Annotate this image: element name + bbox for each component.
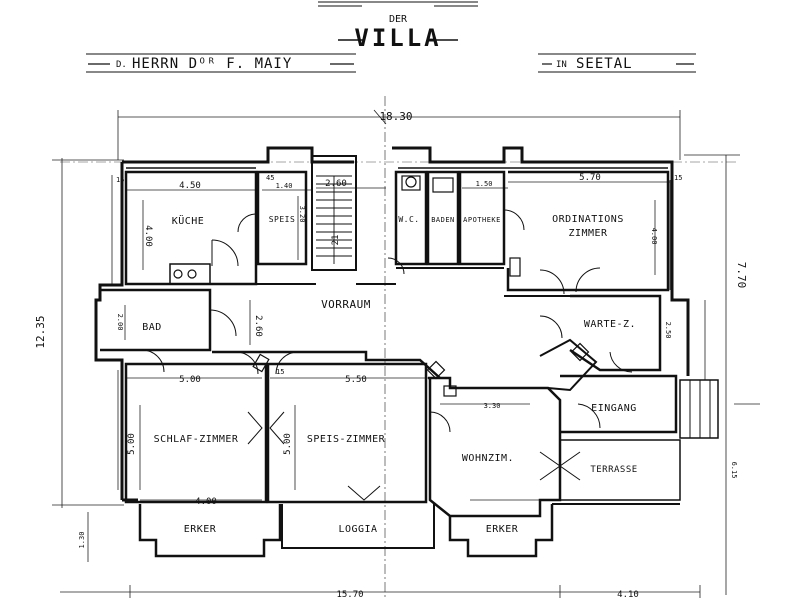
dim-schlaf-width: 5.00 (179, 375, 201, 385)
toilet-icon (405, 176, 417, 188)
dim-wall-15-left: 15 (116, 176, 124, 184)
stove-icon (570, 342, 590, 362)
dim-bottom-right: 4.10 (617, 590, 639, 600)
dim-warte-height: 2.50 (664, 322, 672, 339)
dim-kueche-width: 4.50 (179, 181, 201, 191)
walls (94, 146, 719, 558)
dim-right-depth: 7.70 (735, 262, 748, 289)
dim-schlaf-height: 5.00 (127, 433, 137, 455)
room-wc: W.C. (398, 215, 419, 224)
owner-name: HERRN Dᴼᴿ F. MAIY (132, 56, 292, 72)
dim-ordination-height: 4.00 (650, 228, 658, 245)
title-block: DER VILLA D. HERRN Dᴼᴿ F. MAIY IN SEETAL (86, 1, 696, 73)
dim-loggia-depth: 1.30 (78, 532, 86, 549)
room-bad: BAD (142, 322, 162, 333)
dim-speis-height: 3.20 (298, 206, 306, 223)
dim-speisez-width: 5.50 (345, 375, 367, 385)
room-labels: KÜCHE SPEIS W.C. BADEN APOTHEKE ORDINATI… (142, 214, 637, 535)
location-prefix: IN (556, 60, 567, 70)
dim-wohnz-width: 3.30 (484, 402, 501, 410)
room-ordination: ORDINATIONS (552, 214, 624, 225)
stove-icon (252, 353, 270, 373)
room-erker-right: ERKER (486, 524, 519, 535)
dim-apotheke-width: 1.50 (476, 180, 493, 188)
room-loggia: LOGGIA (338, 524, 377, 535)
room-terrasse: TERRASSE (590, 465, 637, 475)
stove-icon (426, 360, 446, 380)
dimension-lines (52, 96, 760, 600)
dim-right-height: 6.15 (730, 462, 738, 479)
dim-speisez-height: 5.00 (283, 433, 293, 455)
door-swings (141, 209, 633, 501)
dim-stair-width: 2.60 (325, 179, 347, 189)
room-baden: BADEN (431, 216, 455, 224)
room-schlafzimmer: SCHLAF-ZIMMER (154, 434, 239, 445)
room-kueche: KÜCHE (172, 214, 205, 227)
fixtures (169, 175, 590, 397)
stove-burner-icon (187, 269, 197, 279)
room-wohnzimmer: WOHNZIM. (462, 453, 514, 464)
staircase (316, 175, 352, 264)
dim-vorraum-height: 2.60 (253, 315, 263, 337)
stove-burner-icon (173, 269, 183, 279)
room-vorraum: VORRAUM (321, 298, 371, 311)
dim-bad-height: 2.00 (116, 314, 124, 331)
room-warte: WARTE-Z. (584, 319, 636, 330)
room-erker-left: ERKER (184, 524, 217, 535)
dim-erker-width: 4.00 (195, 497, 217, 507)
room-apotheke: APOTHEKE (463, 216, 501, 224)
dim-wall-45: 45 (266, 174, 274, 182)
dimension-labels: 18.30 12.35 7.70 15.70 4.10 4.50 1.40 2.… (34, 110, 748, 600)
location-name: SEETAL (576, 56, 633, 72)
owner-prefix: D. (116, 60, 127, 70)
room-speisezimmer: SPEIS-ZIMMER (307, 434, 386, 445)
dim-overall-width: 18.30 (379, 110, 412, 123)
room-eingang: EINGANG (591, 403, 637, 414)
dim-kueche-height: 4.00 (143, 225, 153, 247)
stove-icon (509, 257, 521, 277)
room-speis: SPEIS (269, 215, 296, 224)
stair-step-count: 21 (331, 235, 341, 246)
dim-wall-15-right: 15 (674, 174, 682, 182)
dim-speis-width: 1.40 (276, 182, 293, 190)
title-der: DER (389, 14, 408, 25)
title-villa: VILLA (354, 24, 441, 52)
stove-icon (443, 385, 457, 397)
dim-wall-15-mid: 15 (276, 368, 284, 376)
room-ordination-zimmer: ZIMMER (568, 228, 608, 239)
dim-ordination-width: 5.70 (579, 173, 601, 183)
dim-bottom-width: 15.70 (336, 590, 363, 600)
dim-overall-depth: 12.35 (34, 315, 47, 348)
